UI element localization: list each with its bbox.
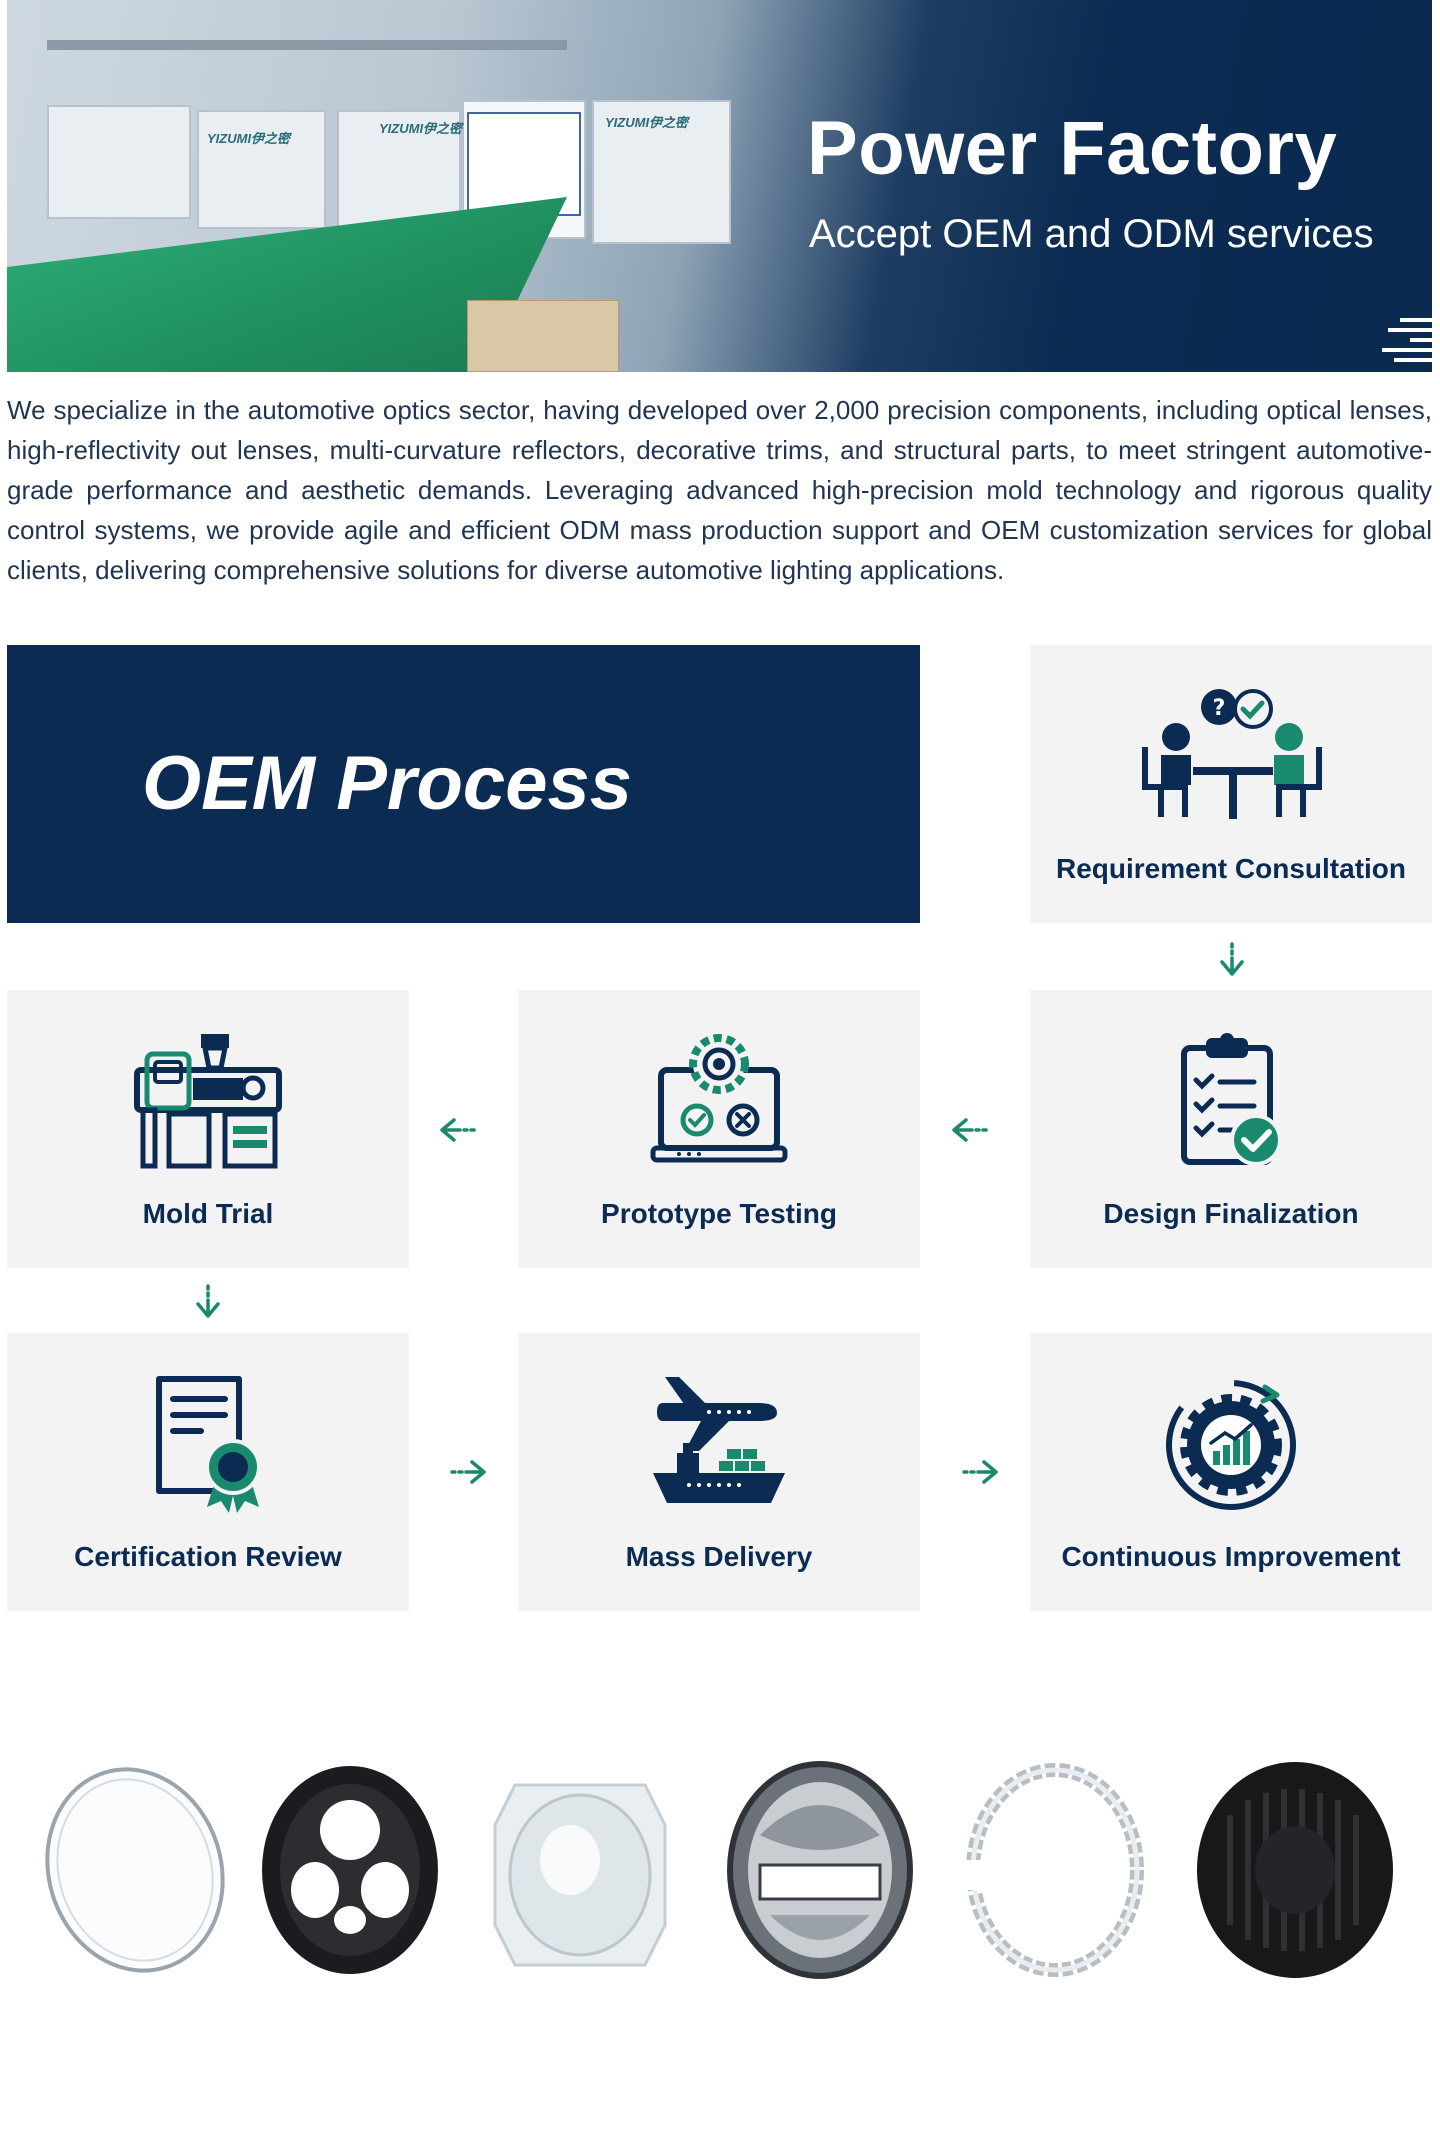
injection-machine-icon: [133, 1030, 283, 1175]
step-card-certification-review: Certification Review: [7, 1333, 409, 1611]
step-card-requirement-consultation: ? Requirement Consultation: [1030, 645, 1432, 923]
product-black-bezel: [255, 1760, 445, 1985]
plane-ship-icon: [649, 1373, 789, 1518]
oem-process-banner: OEM Process: [7, 645, 920, 923]
product-clear-optic: [485, 1765, 675, 1985]
step-label: Design Finalization: [1103, 1198, 1359, 1229]
certificate-icon: [153, 1373, 263, 1518]
step-card-prototype-testing: Prototype Testing: [518, 990, 920, 1268]
machine-brand-mark: YIZUMI伊之密: [207, 131, 291, 146]
step-label: Prototype Testing: [601, 1198, 837, 1229]
product-crystal-ring: [960, 1760, 1150, 1985]
factory-machine: [47, 105, 191, 219]
gear-chart-icon: [1161, 1373, 1301, 1518]
hero-title: Power Factory: [807, 106, 1338, 191]
consultation-icon: ?: [1131, 685, 1331, 830]
step-card-continuous-improvement: Continuous Improvement: [1030, 1333, 1432, 1611]
product-black-heatsink: [1190, 1755, 1400, 1990]
arrow-left-icon: [950, 1110, 990, 1150]
step-card-design-finalization: Design Finalization: [1030, 990, 1432, 1268]
step-label: Certification Review: [74, 1541, 342, 1572]
cardboard-box: [467, 300, 619, 372]
step-card-mold-trial: Mold Trial: [7, 990, 409, 1268]
step-card-mass-delivery: Mass Delivery: [518, 1333, 920, 1611]
arrow-left-icon: [438, 1110, 478, 1150]
product-gallery: [30, 1740, 1420, 2000]
factory-crane-rail: [47, 40, 567, 50]
hero-banner: YIZUMI伊之密 YIZUMI伊之密 YIZUMI伊之密 Power Fact…: [7, 0, 1432, 372]
svg-text:?: ?: [1213, 696, 1226, 721]
step-label: Mass Delivery: [625, 1541, 813, 1572]
machine-brand-mark: YIZUMI伊之密: [379, 121, 463, 136]
arrow-right-icon: [960, 1452, 1000, 1492]
hero-subtitle: Accept OEM and ODM services: [809, 212, 1374, 256]
machine-brand-mark: YIZUMI伊之密: [605, 115, 689, 130]
arrow-down-icon: [188, 1282, 228, 1322]
oem-process-title: OEM Process: [142, 741, 632, 826]
arrow-right-icon: [448, 1452, 488, 1492]
arrow-down-icon: [1212, 940, 1252, 980]
clipboard-check-icon: [1176, 1030, 1286, 1175]
product-chrome-reflector: [720, 1755, 920, 1990]
step-label: Continuous Improvement: [1061, 1541, 1401, 1572]
step-label: Requirement Consultation: [1055, 853, 1406, 884]
product-clear-lens: [40, 1760, 230, 1985]
factory-machine: [197, 110, 326, 229]
laptop-gear-icon: [649, 1030, 789, 1175]
factory-machine: [592, 100, 731, 244]
intro-paragraph: We specialize in the automotive optics s…: [7, 395, 1432, 585]
step-label: Mold Trial: [142, 1198, 274, 1229]
menu-icon[interactable]: [1382, 318, 1432, 364]
